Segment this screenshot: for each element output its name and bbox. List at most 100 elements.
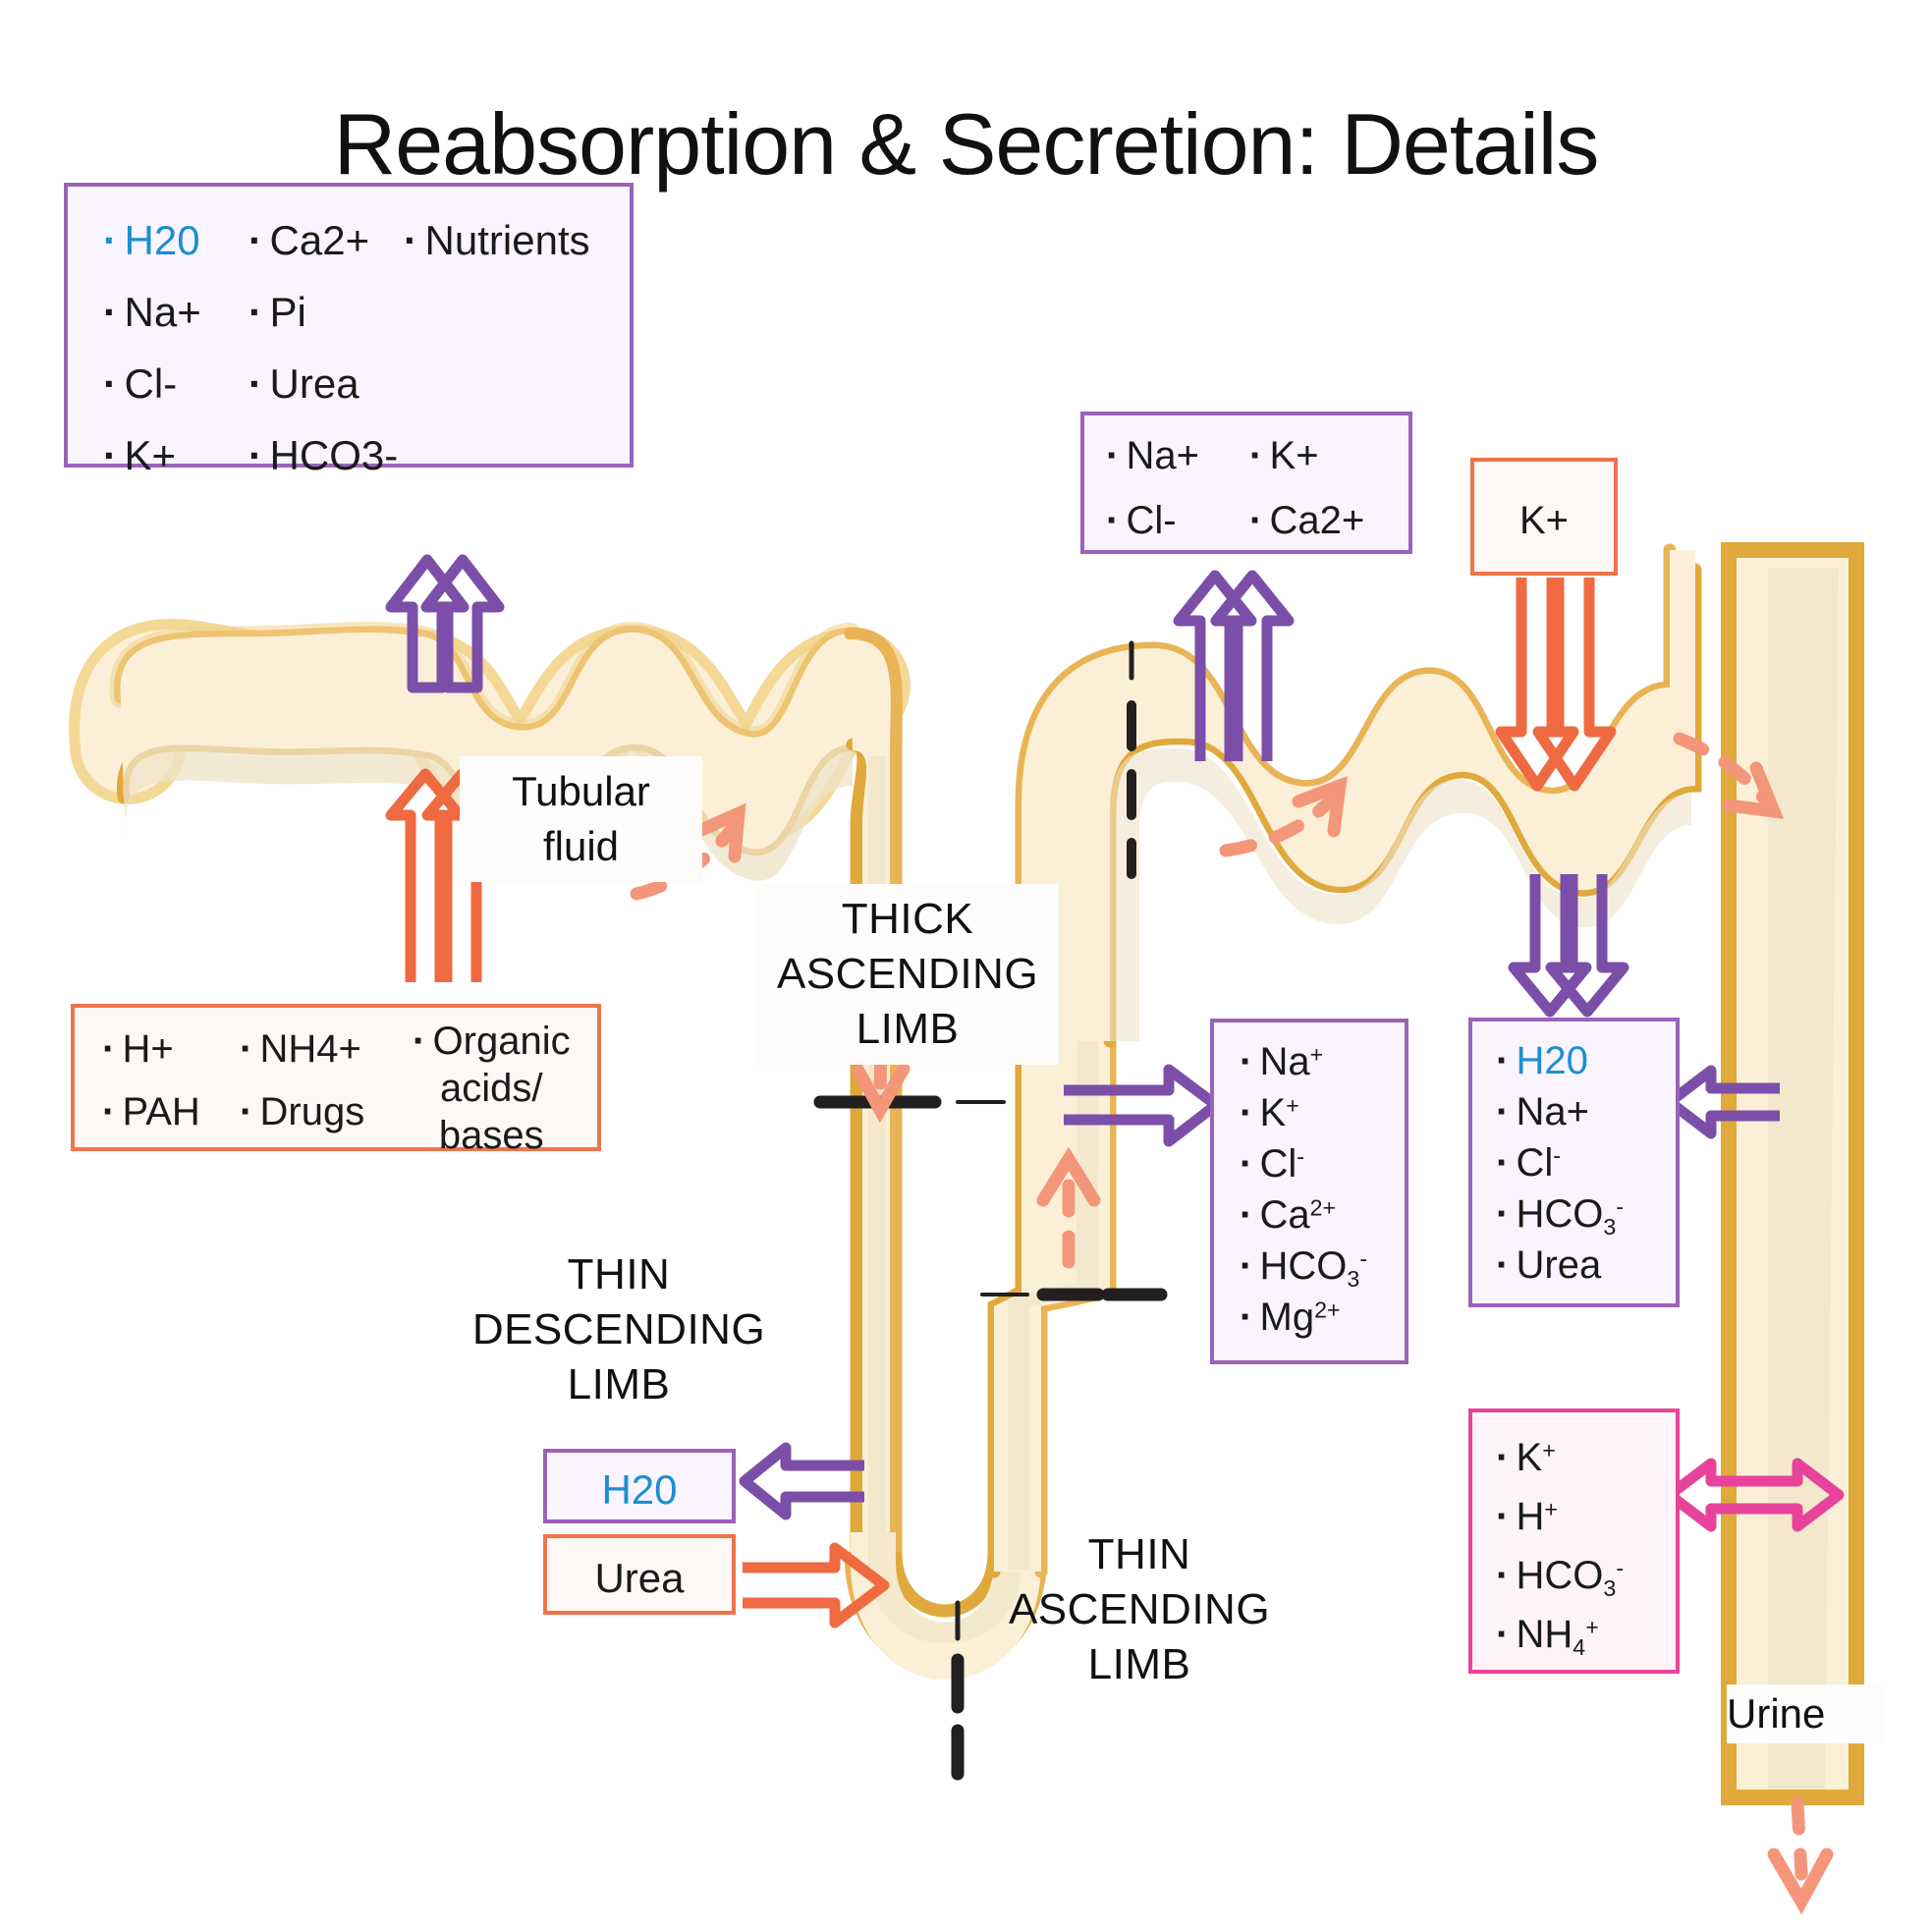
cdsec-item-2-sup: - bbox=[1616, 1555, 1625, 1581]
k-secretion-label: K+ bbox=[1518, 499, 1570, 542]
pct-secretion-column-1: H+ PAH bbox=[102, 1018, 240, 1159]
tal-item-2-sup: - bbox=[1297, 1143, 1305, 1170]
zone-divider-marks bbox=[813, 640, 1168, 1781]
pct-secretion-column-3: Organic acids/ bases bbox=[413, 1018, 571, 1159]
tal-item-4-base: HCO bbox=[1259, 1244, 1348, 1288]
tdl-water-arrow bbox=[739, 1442, 864, 1520]
cd-item-0-base: H20 bbox=[1516, 1039, 1588, 1082]
thin-desc-line-1: THIN bbox=[567, 1250, 671, 1298]
thin-ascending-limb-label: THIN ASCENDING LIMB bbox=[992, 1527, 1287, 1692]
list-item: Na+ bbox=[1240, 1036, 1405, 1087]
list-item: Na+ bbox=[103, 276, 248, 348]
list-item: HCO3- bbox=[1496, 1546, 1676, 1605]
urine-flow-arrow bbox=[1767, 1796, 1834, 1915]
cd-secretion-list: K+ H+ HCO3- NH4+ bbox=[1496, 1428, 1676, 1664]
cdsec-item-2-base: HCO bbox=[1516, 1554, 1604, 1597]
cdsec-item-0-sup: + bbox=[1542, 1437, 1556, 1463]
tal-reabsorption-arrow-top bbox=[1173, 570, 1295, 761]
thin-desc-line-2: DESCENDING bbox=[471, 1305, 766, 1353]
cd-reabsorption-arrow bbox=[1508, 874, 1629, 1018]
list-item: Cl- bbox=[1240, 1138, 1405, 1189]
collecting-duct bbox=[1721, 542, 1864, 1805]
thin-descending-limb-label: THIN DESCENDING LIMB bbox=[462, 1247, 776, 1412]
cdsec-item-0-base: K bbox=[1516, 1436, 1543, 1479]
cdsec-item-3-base: NH bbox=[1516, 1613, 1573, 1656]
list-item: K+ bbox=[1249, 423, 1364, 488]
tdl-urea-label: Urea bbox=[594, 1555, 685, 1601]
tal-item-5-base: Mg bbox=[1259, 1296, 1315, 1339]
cdsec-item-3-sup: + bbox=[1585, 1614, 1599, 1640]
tal-top-reabsorption-box: Na+ Cl- K+ Ca2+ bbox=[1080, 412, 1412, 554]
cdsec-item-1-base: H bbox=[1516, 1495, 1545, 1538]
list-item: H+ bbox=[102, 1018, 240, 1080]
thick-line-1: THICK bbox=[841, 895, 974, 943]
thin-asc-line-3: LIMB bbox=[1087, 1640, 1191, 1688]
thick-ascending-limb-label: THICK ASCENDING LIMB bbox=[756, 884, 1059, 1065]
tal-item-4-sub: 3 bbox=[1347, 1266, 1360, 1293]
list-item: K+ bbox=[103, 419, 248, 491]
cd-item-3-base: HCO bbox=[1516, 1192, 1604, 1236]
list-item: Ca2+ bbox=[248, 204, 404, 276]
cd-item-4-base: Urea bbox=[1516, 1243, 1602, 1287]
thin-asc-line-1: THIN bbox=[1087, 1530, 1191, 1578]
list-item: K+ bbox=[1496, 1428, 1676, 1487]
tal-top-column-2: K+ Ca2+ bbox=[1249, 423, 1365, 553]
list-item: Cl- bbox=[103, 348, 248, 419]
cd-item-3-sup: - bbox=[1616, 1193, 1625, 1220]
cdsec-item-3-sub: 4 bbox=[1573, 1634, 1586, 1661]
tal-item-4-sup: - bbox=[1359, 1245, 1368, 1272]
list-item: Organic acids/ bases bbox=[413, 1018, 571, 1159]
list-item: Na+ bbox=[1106, 423, 1249, 488]
tal-item-0-sup: + bbox=[1309, 1041, 1324, 1068]
list-item: NH4+ bbox=[240, 1018, 413, 1080]
cd-item-1-base: Na+ bbox=[1516, 1090, 1590, 1133]
tal-item-1-base: K bbox=[1259, 1091, 1287, 1134]
list-item: Urea bbox=[1496, 1240, 1676, 1291]
pct-reabsorption-column-1: H20 Na+ Cl- K+ bbox=[103, 204, 248, 491]
loop-of-henle-bend bbox=[844, 1532, 1048, 1680]
thick-line-3: LIMB bbox=[856, 1005, 960, 1053]
cd-reabsorption-list: H20 Na+ Cl - HCO3- Urea bbox=[1496, 1035, 1676, 1291]
tdl-urea-box: Urea bbox=[543, 1534, 736, 1615]
k-secretion-box: K+ bbox=[1470, 458, 1618, 576]
k-secretion-arrow bbox=[1495, 578, 1617, 792]
organic-line-3: bases bbox=[438, 1114, 544, 1157]
tdl-urea-arrow bbox=[743, 1542, 890, 1628]
list-item: HCO3- bbox=[248, 419, 404, 491]
tal-item-0-base: Na bbox=[1259, 1040, 1310, 1083]
tal-item-3-base: Ca bbox=[1259, 1193, 1310, 1237]
cd-secretion-arrow bbox=[1664, 1458, 1845, 1532]
thin-desc-line-3: LIMB bbox=[567, 1360, 671, 1408]
flow-arrow-tal bbox=[1219, 776, 1348, 857]
pct-reabsorption-arrow bbox=[385, 554, 505, 693]
tdl-water-label: H20 bbox=[601, 1466, 678, 1513]
cdsec-item-2-sub: 3 bbox=[1603, 1575, 1617, 1602]
list-item: Pi bbox=[248, 276, 404, 348]
pct-reabsorption-column-3: Nutrients bbox=[404, 204, 590, 491]
list-item: K+ bbox=[1240, 1087, 1405, 1138]
flow-arrow-ascending bbox=[1036, 1146, 1101, 1269]
pct-reabsorption-column-2: Ca2+ Pi Urea HCO3- bbox=[248, 204, 404, 491]
list-item: Nutrients bbox=[404, 204, 590, 276]
list-item: Drugs bbox=[240, 1080, 413, 1143]
list-item: H20 bbox=[1496, 1035, 1676, 1086]
tdl-water-box: H20 bbox=[543, 1449, 736, 1523]
list-item: HCO3- bbox=[1496, 1188, 1676, 1240]
list-item: H20 bbox=[103, 204, 248, 276]
tal-reabsorption-box: Na+ K+ Cl- Ca2+ HCO3- Mg2+ bbox=[1210, 1019, 1408, 1364]
tal-item-3-sup: 2+ bbox=[1309, 1194, 1337, 1221]
cd-item-2-base: Cl bbox=[1516, 1141, 1554, 1185]
collecting-duct-secretion-box: K+ H+ HCO3- NH4+ bbox=[1468, 1408, 1680, 1674]
urine-label: Urine bbox=[1727, 1684, 1884, 1743]
pct-secretion-box: H+ PAH NH4+ Drugs Organic acids/ bases bbox=[71, 1004, 601, 1157]
list-item: HCO3- bbox=[1240, 1241, 1405, 1292]
pct-reabsorption-box: H20 Na+ Cl- K+ Ca2+ Pi Urea HCO3- Nutrie… bbox=[64, 183, 634, 478]
list-item: PAH bbox=[102, 1080, 240, 1143]
list-item: Urea bbox=[248, 348, 404, 419]
list-item: Mg2+ bbox=[1240, 1292, 1405, 1343]
cdsec-item-1-sup: + bbox=[1544, 1496, 1558, 1522]
list-item: H+ bbox=[1496, 1487, 1676, 1546]
tal-list: Na+ K+ Cl- Ca2+ HCO3- Mg2+ bbox=[1240, 1036, 1405, 1343]
list-item: Ca2+ bbox=[1249, 488, 1365, 553]
